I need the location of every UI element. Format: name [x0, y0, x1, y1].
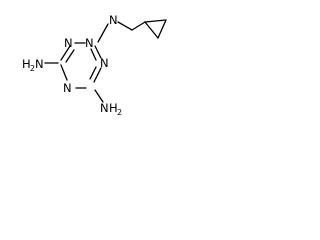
atom-label-ring-n-top-left: N	[64, 36, 73, 50]
atom-label-nh2-left-n: N	[35, 57, 44, 71]
atom-labels: N N H N N N H 2 N N H 2	[22, 13, 122, 117]
atom-label-nh-n: N	[109, 13, 118, 27]
bond-ch2-cyclopropyl	[131, 21, 146, 31]
bond-ring-c1-n3-double	[90, 48, 97, 61]
bond-ring-c3-n2	[60, 64, 68, 81]
bond-cyclopropyl-3	[144, 19, 167, 23]
atom-label-nh2-right-sub: 2	[117, 108, 122, 117]
atom-label-ring-n1: N	[85, 36, 94, 50]
molecule-svg: N N H N N N H 2 N N H 2	[22, 13, 167, 117]
bond-ring-n1-c2	[60, 45, 71, 61]
molecule-structure-diagram: N N H N N N H 2 N N H 2	[0, 0, 182, 127]
atom-label-ring-n2: N	[63, 81, 72, 95]
cyclopropyl-ring	[144, 19, 167, 39]
substituent-bonds	[44, 21, 146, 103]
atom-label-nh2-left-h: H	[22, 57, 31, 71]
atom-label-nh2-left-sub: 2	[30, 64, 35, 73]
bond-cyclopropyl-1	[144, 21, 159, 39]
bond-nh-ch2	[117, 21, 133, 31]
bond-c-nh2-right	[94, 89, 104, 103]
bond-c-nh	[97, 23, 109, 43]
bond-ring-n3-c4	[93, 67, 102, 83]
atom-label-ring-n3: N	[100, 56, 109, 70]
bond-ring-c1-n3	[94, 45, 102, 59]
nh2-left-label: H 2 N	[22, 57, 44, 73]
bond-cyclopropyl-2	[157, 19, 167, 39]
bond-ring-n1-c2-double	[65, 49, 75, 63]
nh2-right-label: N H 2	[100, 101, 122, 117]
atom-label-nh2-right-h: H	[109, 101, 118, 115]
triazine-ring	[60, 42, 102, 89]
bond-ring-n3-c4-double	[89, 66, 97, 80]
atom-label-nh2-right-n: N	[100, 101, 109, 115]
